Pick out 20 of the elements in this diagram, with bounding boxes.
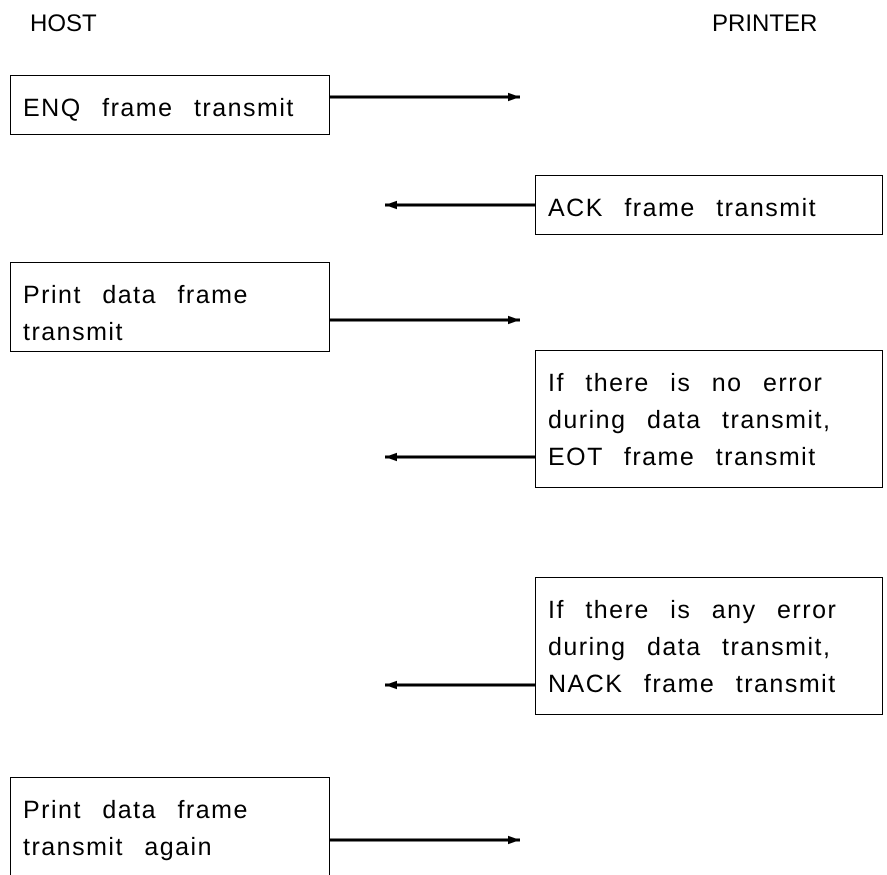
message-text: ACK frame transmit	[548, 193, 818, 224]
arrow	[385, 680, 535, 690]
message-box	[10, 777, 330, 875]
arrow	[330, 92, 520, 102]
message-text: If there is no error during data transmit, EOT frame transmit	[548, 368, 832, 473]
arrow	[330, 316, 520, 324]
message-text: ENQ frame transmit	[23, 93, 296, 124]
lane-heading: HOST	[30, 10, 97, 38]
lane-heading: PRINTER	[712, 10, 818, 38]
message-box	[535, 577, 883, 715]
message-text: If there is any error during data transmit, NACK frame transmit	[548, 595, 838, 700]
message-text: Print data frame transmit again	[23, 795, 250, 863]
arrow	[385, 452, 535, 462]
arrow	[385, 200, 535, 210]
message-box	[10, 262, 330, 352]
message-box	[10, 75, 330, 135]
arrow	[330, 836, 520, 844]
message-text: Print data frame transmit	[23, 280, 250, 348]
message-box	[535, 350, 883, 488]
message-box	[535, 175, 883, 235]
